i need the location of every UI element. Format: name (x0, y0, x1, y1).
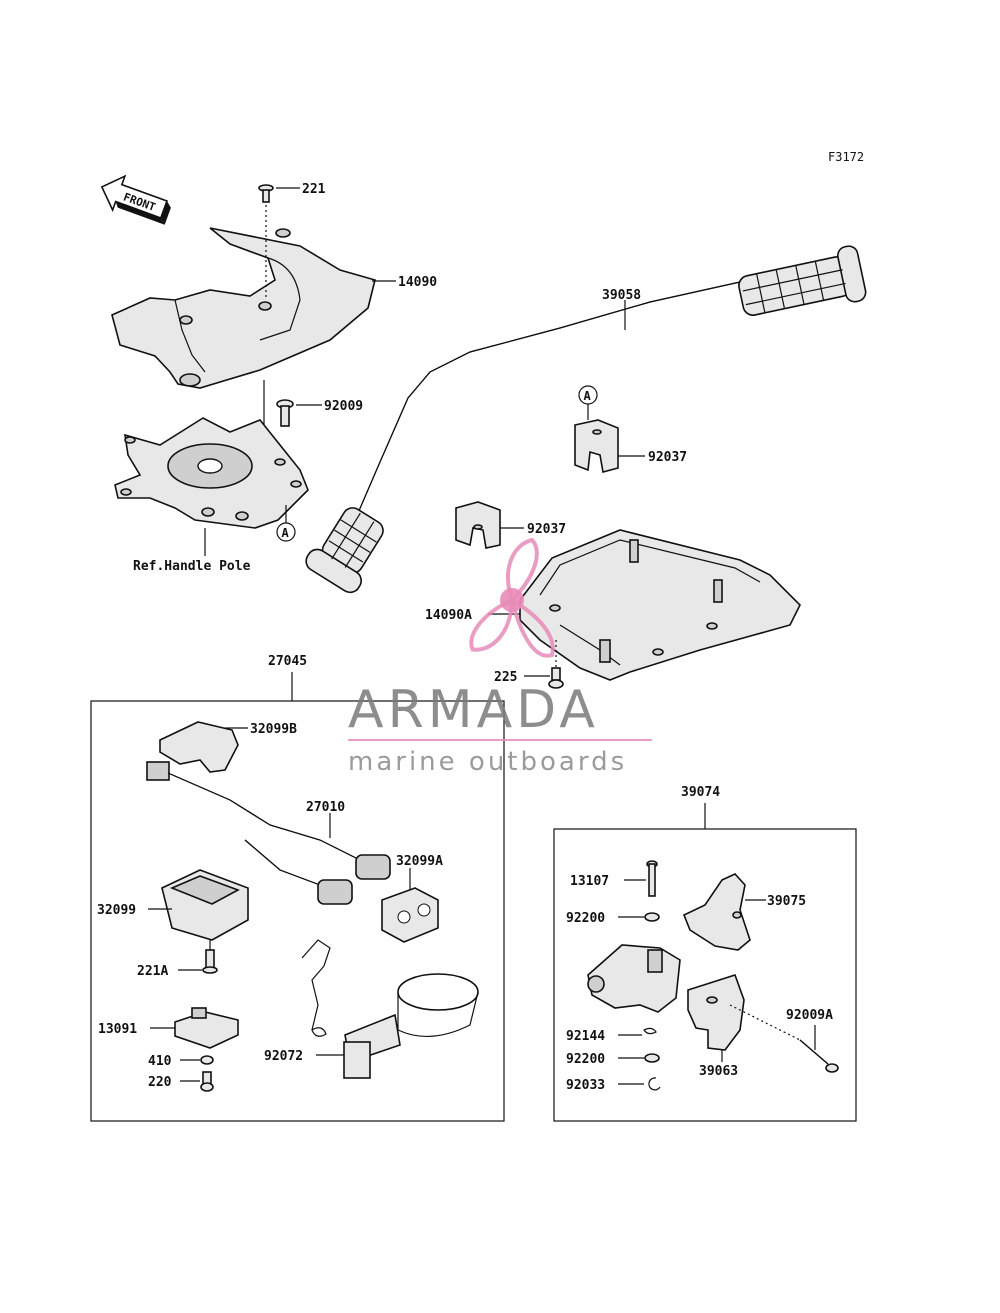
label-ref-handle-pole: Ref.Handle Pole (133, 559, 251, 574)
screw-225 (524, 640, 564, 689)
bracket-13091 (150, 1007, 239, 1049)
armada-propeller-logo (469, 537, 555, 658)
throttle-housing (587, 944, 681, 1013)
switch-kit-box (90, 700, 505, 1122)
throttle-kit-box (553, 828, 857, 1122)
ref-marker-a-left: A (276, 505, 296, 542)
watermark-brand: ARMADA (348, 680, 599, 740)
screw-92009 (276, 399, 322, 427)
label-92072: 92072 (264, 1049, 303, 1064)
label-92037-top: 92037 (648, 450, 687, 465)
label-13091: 13091 (98, 1022, 137, 1037)
clamp-92037-top (574, 419, 645, 473)
upper-cover-14090 (111, 227, 396, 389)
label-92037-mid: 92037 (527, 522, 566, 537)
washer-92200-top (618, 912, 660, 922)
lever-39075 (682, 873, 766, 951)
label-92144: 92144 (566, 1029, 605, 1044)
label-410: 410 (148, 1054, 172, 1069)
label-32099B: 32099B (250, 722, 297, 737)
svg-text:A: A (584, 389, 592, 403)
svg-text:A: A (282, 526, 290, 540)
cable-27010 (146, 761, 391, 905)
label-225: 225 (494, 670, 517, 685)
washer-92200-bottom (618, 1053, 660, 1063)
case-32099 (148, 869, 249, 950)
lower-cover-14090A (488, 529, 801, 681)
clamp-92072 (301, 939, 479, 1079)
figure-code: F3172 (828, 150, 864, 164)
washer-410 (180, 1055, 214, 1065)
label-39074: 39074 (681, 785, 720, 800)
label-27010: 27010 (306, 800, 345, 815)
eclip-92033 (618, 1077, 661, 1091)
label-220: 220 (148, 1075, 172, 1090)
label-39063: 39063 (699, 1064, 738, 1079)
label-14090A: 14090A (425, 608, 472, 623)
label-13107: 13107 (570, 874, 609, 889)
label-92033: 92033 (566, 1078, 605, 1093)
grommet-32099A (381, 868, 439, 943)
cover-39063 (687, 974, 745, 1062)
spring-92144 (618, 1027, 657, 1036)
label-92009: 92009 (324, 399, 363, 414)
label-14090: 14090 (398, 275, 437, 290)
label-39075: 39075 (767, 894, 806, 909)
screw-92009A (729, 1004, 839, 1073)
screw-221 (258, 184, 300, 203)
cover-32099B (159, 721, 248, 773)
label-221: 221 (302, 182, 326, 197)
front-arrow-icon: FRONT (100, 174, 171, 225)
label-32099A: 32099A (396, 854, 443, 869)
label-92200-bottom: 92200 (566, 1052, 605, 1067)
label-27045: 27045 (268, 654, 307, 669)
label-32099: 32099 (97, 903, 136, 918)
handlebar-39058 (305, 245, 867, 594)
watermark-tagline: marine outboards (348, 747, 627, 777)
clamp-92037-mid (455, 501, 524, 549)
pin-13107 (624, 860, 658, 897)
label-92009A: 92009A (786, 1008, 833, 1023)
screw-220 (180, 1071, 214, 1092)
ref-marker-a-right: A (578, 385, 598, 420)
label-39058: 39058 (602, 288, 641, 303)
label-92200-top: 92200 (566, 911, 605, 926)
screw-221A (178, 949, 218, 974)
label-221A: 221A (137, 964, 168, 979)
handle-pole-plate (114, 417, 309, 556)
